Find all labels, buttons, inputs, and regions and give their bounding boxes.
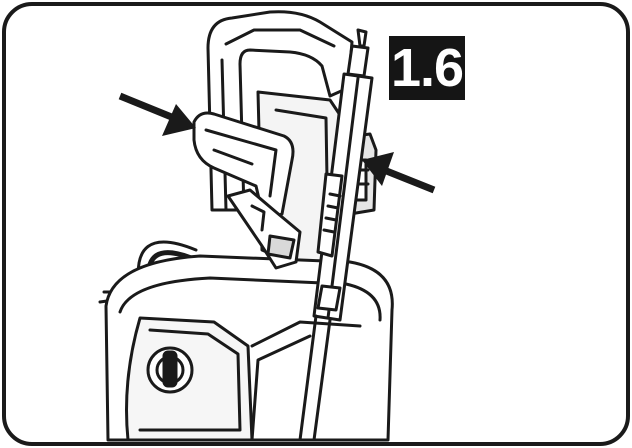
carry-handle: [206, 10, 354, 212]
arrow-right-pointer-icon: [362, 152, 436, 194]
spray-lance: [298, 28, 374, 442]
pressure-washer-drawing: [98, 10, 394, 442]
control-knob-icon: [146, 346, 194, 394]
step-number-badge: 1.6: [389, 36, 465, 100]
spray-gun: [192, 111, 302, 270]
arrow-left-pointer-icon: [118, 92, 196, 136]
